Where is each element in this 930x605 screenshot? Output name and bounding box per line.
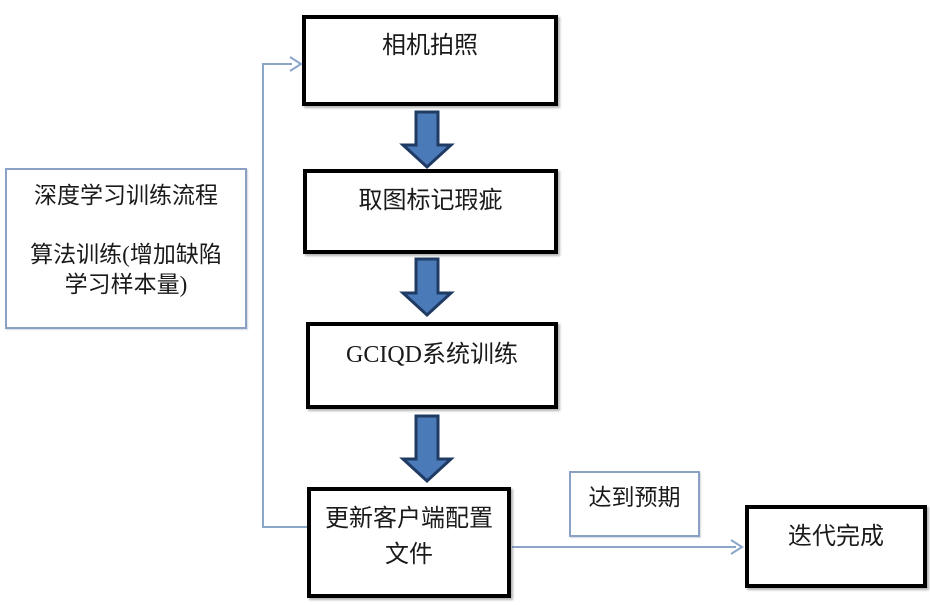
note-line-3: 学习样本量) bbox=[64, 272, 188, 297]
node-mark-defects-label: 取图标记瑕疵 bbox=[358, 188, 503, 214]
node-gciqd-training-label: GCIQD系统训练 bbox=[346, 342, 518, 368]
edge-label-expectation-met-text: 达到预期 bbox=[588, 485, 681, 510]
node-mark-defects: 取图标记瑕疵 bbox=[303, 169, 558, 254]
node-update-client-config: 更新客户端配置 文件 bbox=[307, 487, 511, 598]
loop-connector-arrowhead-icon bbox=[289, 56, 303, 72]
note-line-2: 算法训练(增加缺陷 bbox=[30, 242, 222, 267]
node-camera-capture: 相机拍照 bbox=[302, 15, 558, 106]
node-update-client-config-label-line1: 更新客户端配置 bbox=[325, 506, 493, 532]
note-line-1: 深度学习训练流程 bbox=[34, 183, 218, 208]
down-arrow-icon-2 bbox=[399, 257, 455, 318]
edge-label-expectation-met: 达到预期 bbox=[569, 471, 700, 537]
node-gciqd-training: GCIQD系统训练 bbox=[306, 322, 558, 409]
done-connector-arrowhead-icon bbox=[730, 539, 744, 555]
note-blank-line bbox=[7, 211, 245, 240]
note-deep-learning-process: 深度学习训练流程 算法训练(增加缺陷 学习样本量) bbox=[5, 168, 247, 329]
node-update-client-config-label-line2: 文件 bbox=[385, 542, 433, 568]
loop-connector-line bbox=[262, 63, 308, 528]
down-arrow-icon-1 bbox=[399, 110, 455, 170]
node-iteration-complete-label: 迭代完成 bbox=[788, 524, 884, 550]
node-camera-capture-label: 相机拍照 bbox=[382, 33, 478, 59]
down-arrow-icon-3 bbox=[399, 414, 455, 484]
node-iteration-complete: 迭代完成 bbox=[745, 505, 927, 588]
